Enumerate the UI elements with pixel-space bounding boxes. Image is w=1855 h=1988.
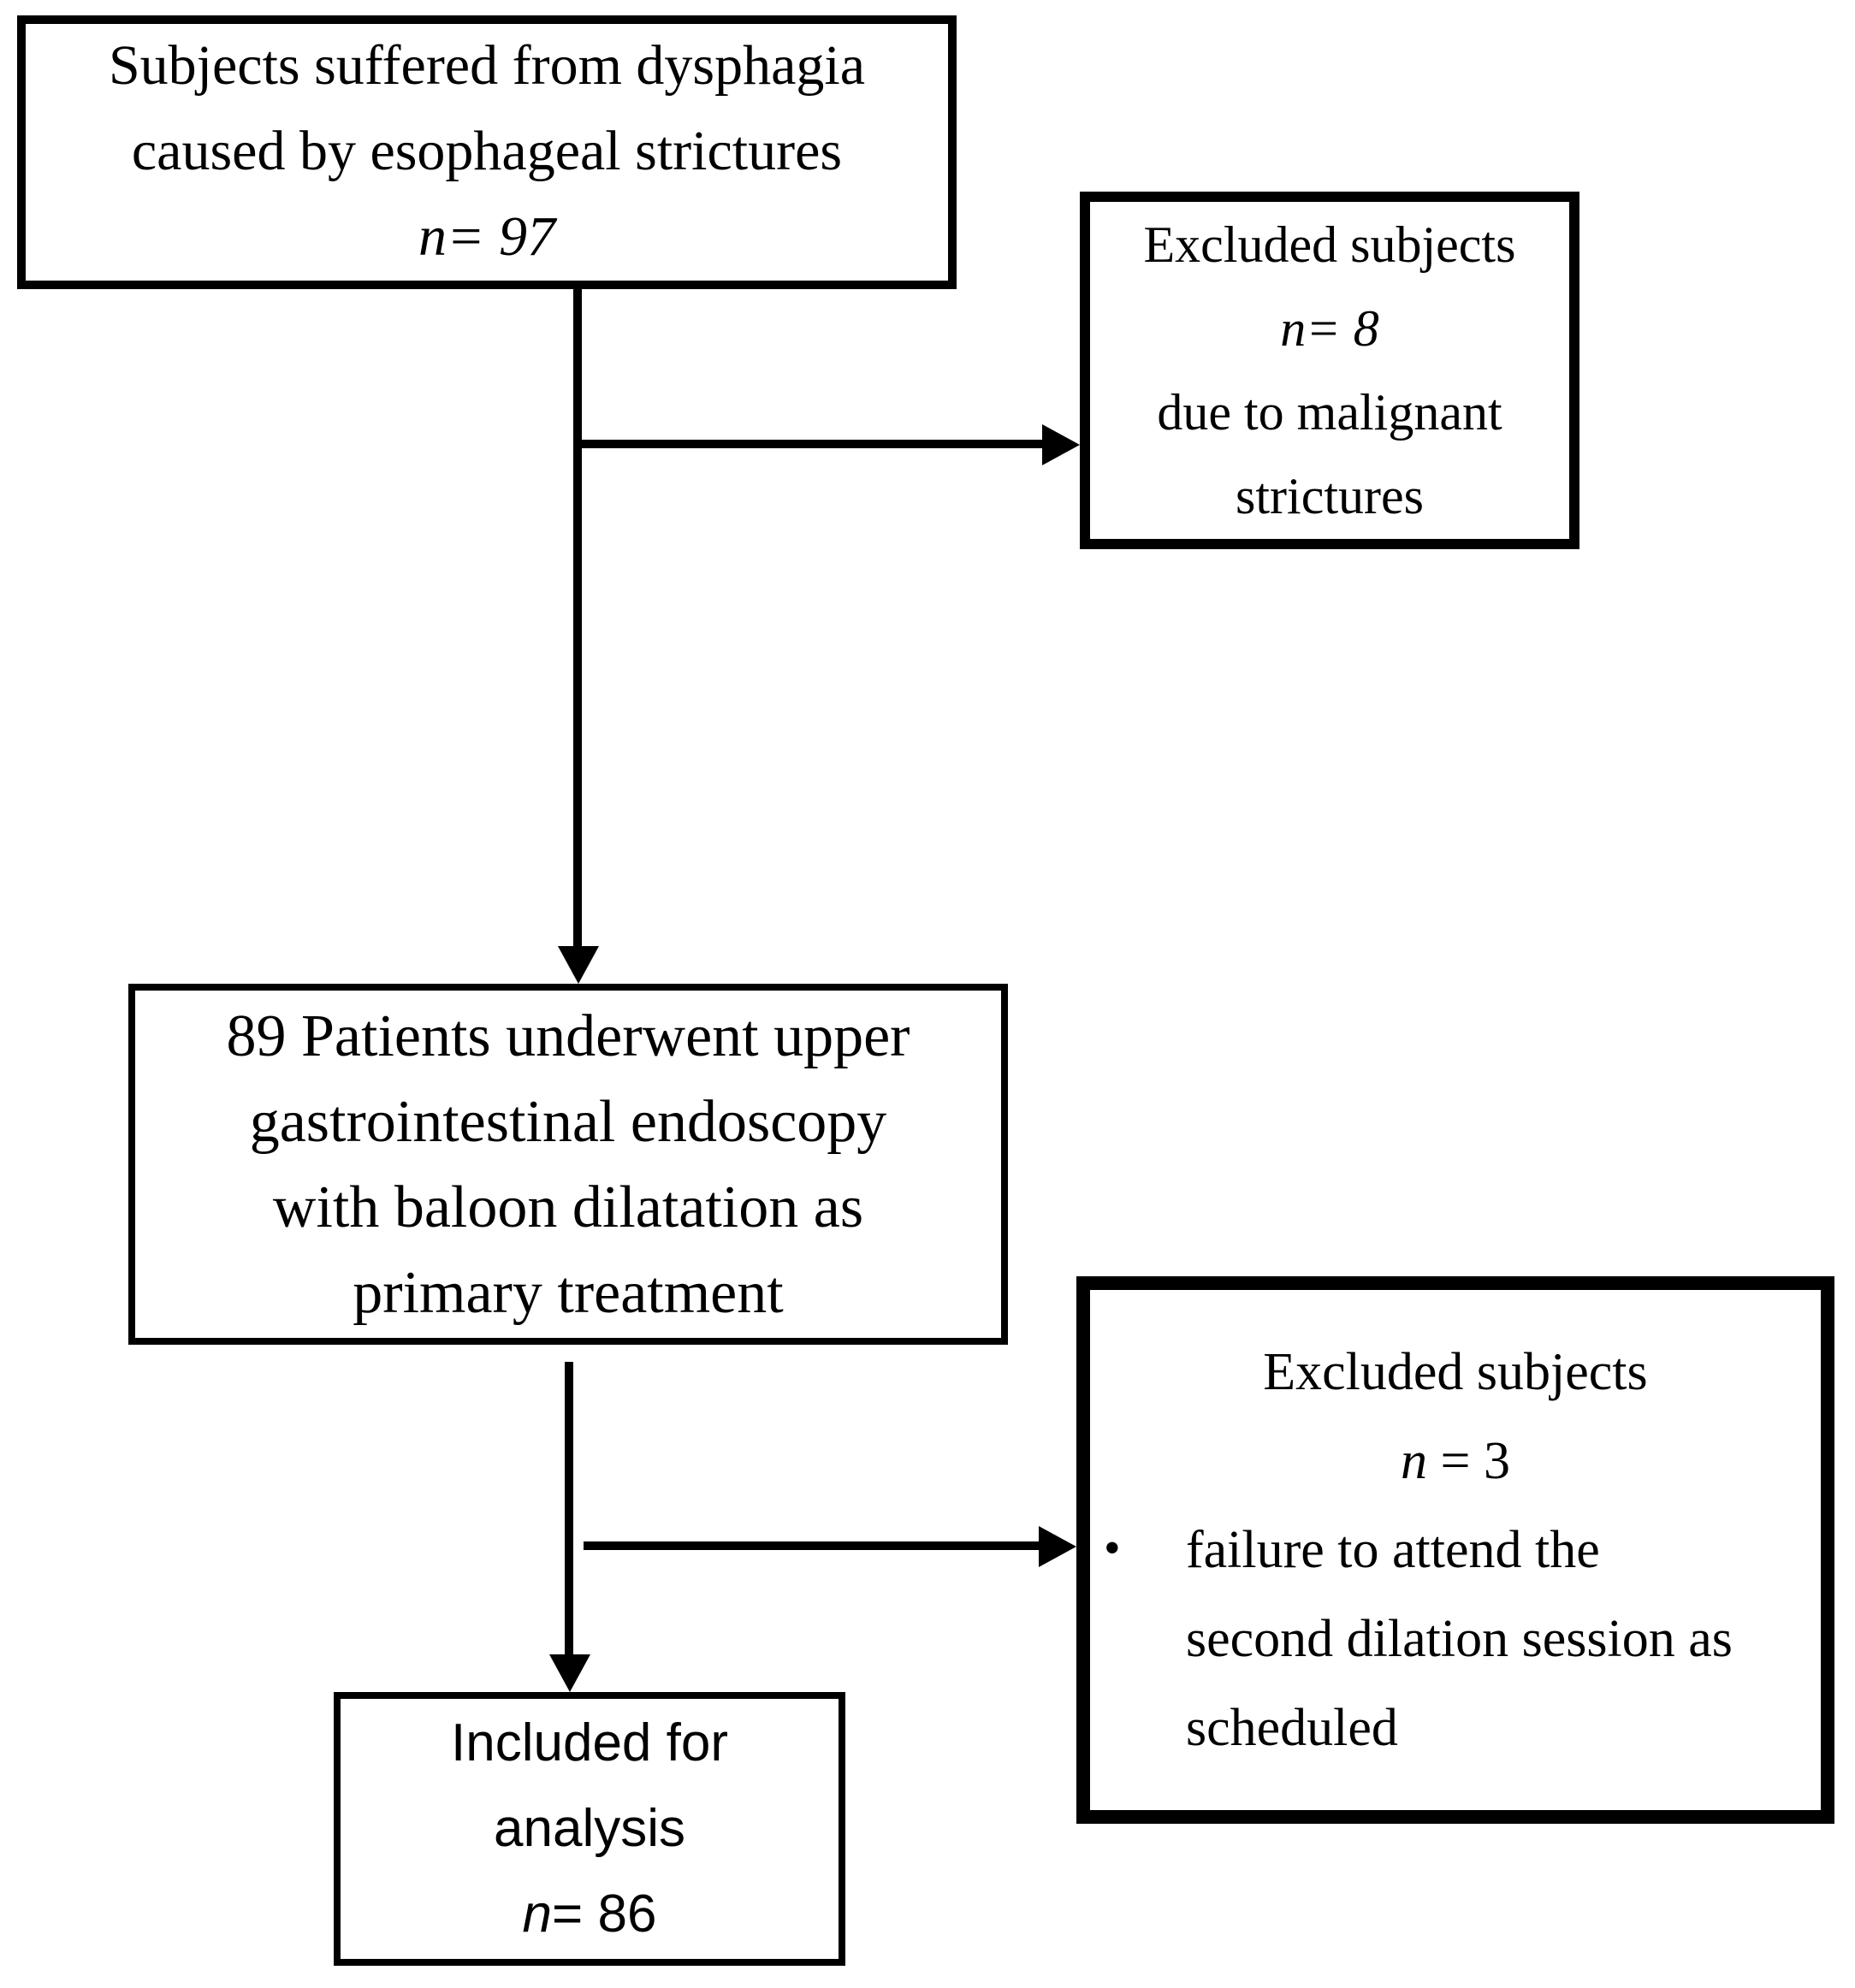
endoscopy-line-1: 89 Patients underwent upper (226, 1002, 910, 1068)
bullet-icon: • (1104, 1523, 1121, 1576)
endoscopy-line-2: gastrointestinal endoscopy (249, 1087, 887, 1154)
n-symbol: n (1280, 300, 1307, 357)
excluded-noshow-title: Excluded subjects (1263, 1341, 1648, 1401)
included-line-2: analysis (494, 1798, 685, 1858)
connector-to-excluded-malignant-line (573, 440, 1044, 448)
box-endoscopy-treatment: 89 Patients underwent upper gastrointest… (128, 984, 1008, 1345)
exclusion-reason-text: failure to attend the second dilation se… (1186, 1506, 1821, 1772)
included-n-count: n= 86 (523, 1872, 657, 1957)
n-value: = 8 (1306, 300, 1379, 357)
excluded-malignant-reason-line-2: strictures (1236, 468, 1424, 524)
connector-initial-to-endoscopy-line (573, 289, 582, 948)
arrow-right-icon (1042, 424, 1080, 465)
endoscopy-line-3: with baloon dilatation as (272, 1173, 864, 1240)
connector-to-excluded-noshow-line (584, 1541, 1039, 1550)
box-excluded-malignant: Excluded subjects n= 8 due to malignant … (1080, 192, 1579, 549)
initial-subjects-n-count: n= 97 (418, 195, 555, 281)
box-excluded-noshow: Excluded subjects n = 3 • failure to att… (1076, 1276, 1834, 1824)
box-included-analysis: Included for analysis n= 86 (334, 1692, 845, 1966)
initial-subjects-line-2: caused by esophageal strictures (131, 121, 843, 183)
excluded-malignant-title: Excluded subjects (1143, 216, 1516, 273)
excluded-noshow-reason-line-2: second dilation session as (1186, 1608, 1733, 1668)
n-symbol: n (418, 207, 447, 269)
excluded-noshow-n-count: n = 3 (1090, 1417, 1821, 1506)
arrow-down-icon (549, 1654, 590, 1692)
box-initial-subjects: Subjects suffered from dysphagia caused … (17, 15, 957, 289)
initial-subjects-line-1: Subjects suffered from dysphagia (108, 36, 866, 98)
n-value: = 86 (552, 1884, 657, 1944)
excluded-noshow-reason-line-1: failure to attend the (1186, 1519, 1600, 1579)
excluded-malignant-reason-line-1: due to malignant (1157, 384, 1502, 441)
endoscopy-line-4: primary treatment (353, 1258, 784, 1325)
arrow-right-icon (1039, 1526, 1076, 1567)
exclusion-reason-item: • failure to attend the second dilation … (1090, 1506, 1821, 1772)
n-value: = 3 (1427, 1430, 1510, 1490)
included-line-1: Included for (451, 1713, 728, 1772)
connector-endoscopy-to-included-line (565, 1362, 573, 1656)
n-symbol: n (1401, 1430, 1427, 1490)
arrow-down-icon (558, 946, 599, 984)
n-value: = 97 (446, 207, 556, 269)
excluded-malignant-n-count: n= 8 (1280, 287, 1379, 370)
excluded-noshow-reason-line-3: scheduled (1186, 1697, 1398, 1757)
n-symbol: n (522, 1884, 553, 1944)
